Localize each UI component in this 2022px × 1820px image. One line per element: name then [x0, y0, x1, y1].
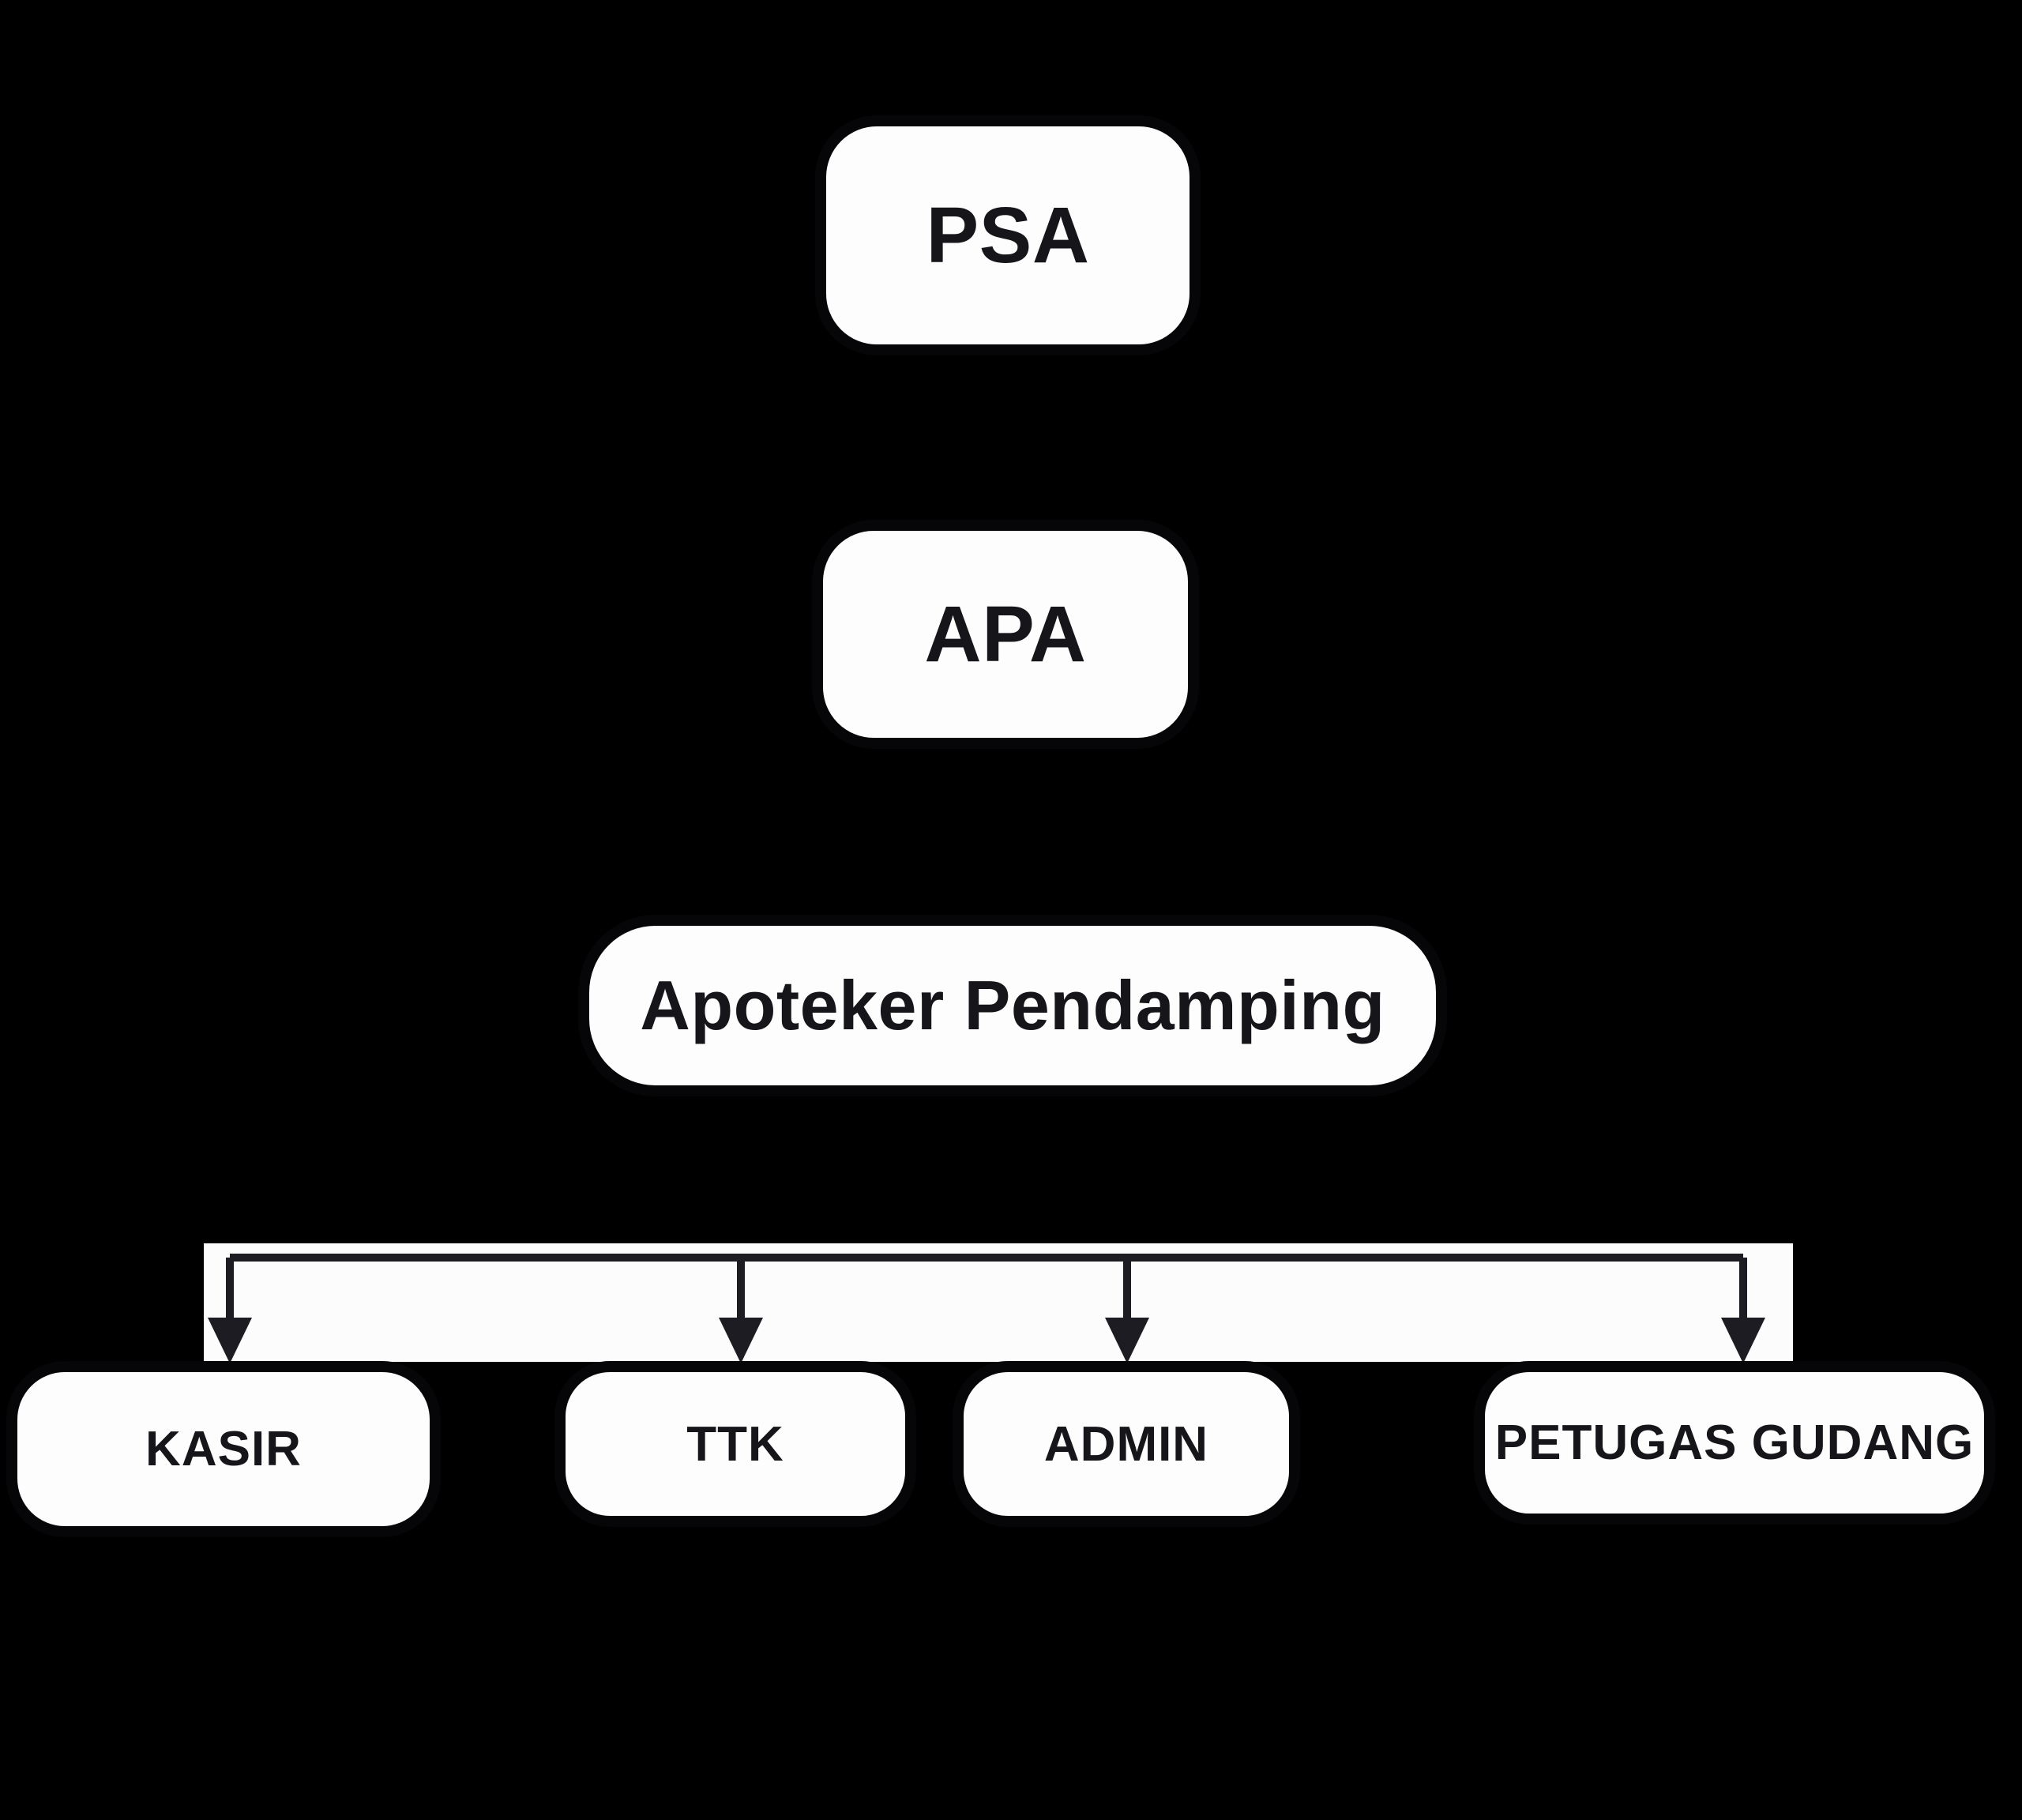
node-kasir-label: KASIR: [145, 1422, 302, 1476]
node-psa-label: PSA: [926, 190, 1090, 280]
node-admin: ADMIN: [953, 1361, 1300, 1527]
node-kasir: KASIR: [6, 1361, 441, 1537]
connector-band: [204, 1243, 1793, 1362]
node-apa: APA: [812, 520, 1199, 749]
node-apoteker-pendamping-label: Apoteker Pendamping: [640, 966, 1385, 1044]
node-admin-label: ADMIN: [1043, 1416, 1209, 1472]
node-petugas-gudang: PETUGAS GUDANG: [1474, 1361, 1995, 1525]
node-ttk: TTK: [554, 1361, 916, 1527]
node-psa: PSA: [815, 115, 1201, 355]
node-ttk-label: TTK: [686, 1416, 784, 1472]
node-petugas-gudang-label: PETUGAS GUDANG: [1494, 1416, 1975, 1470]
node-apoteker-pendamping: Apoteker Pendamping: [578, 915, 1447, 1096]
node-apa-label: APA: [924, 589, 1087, 679]
